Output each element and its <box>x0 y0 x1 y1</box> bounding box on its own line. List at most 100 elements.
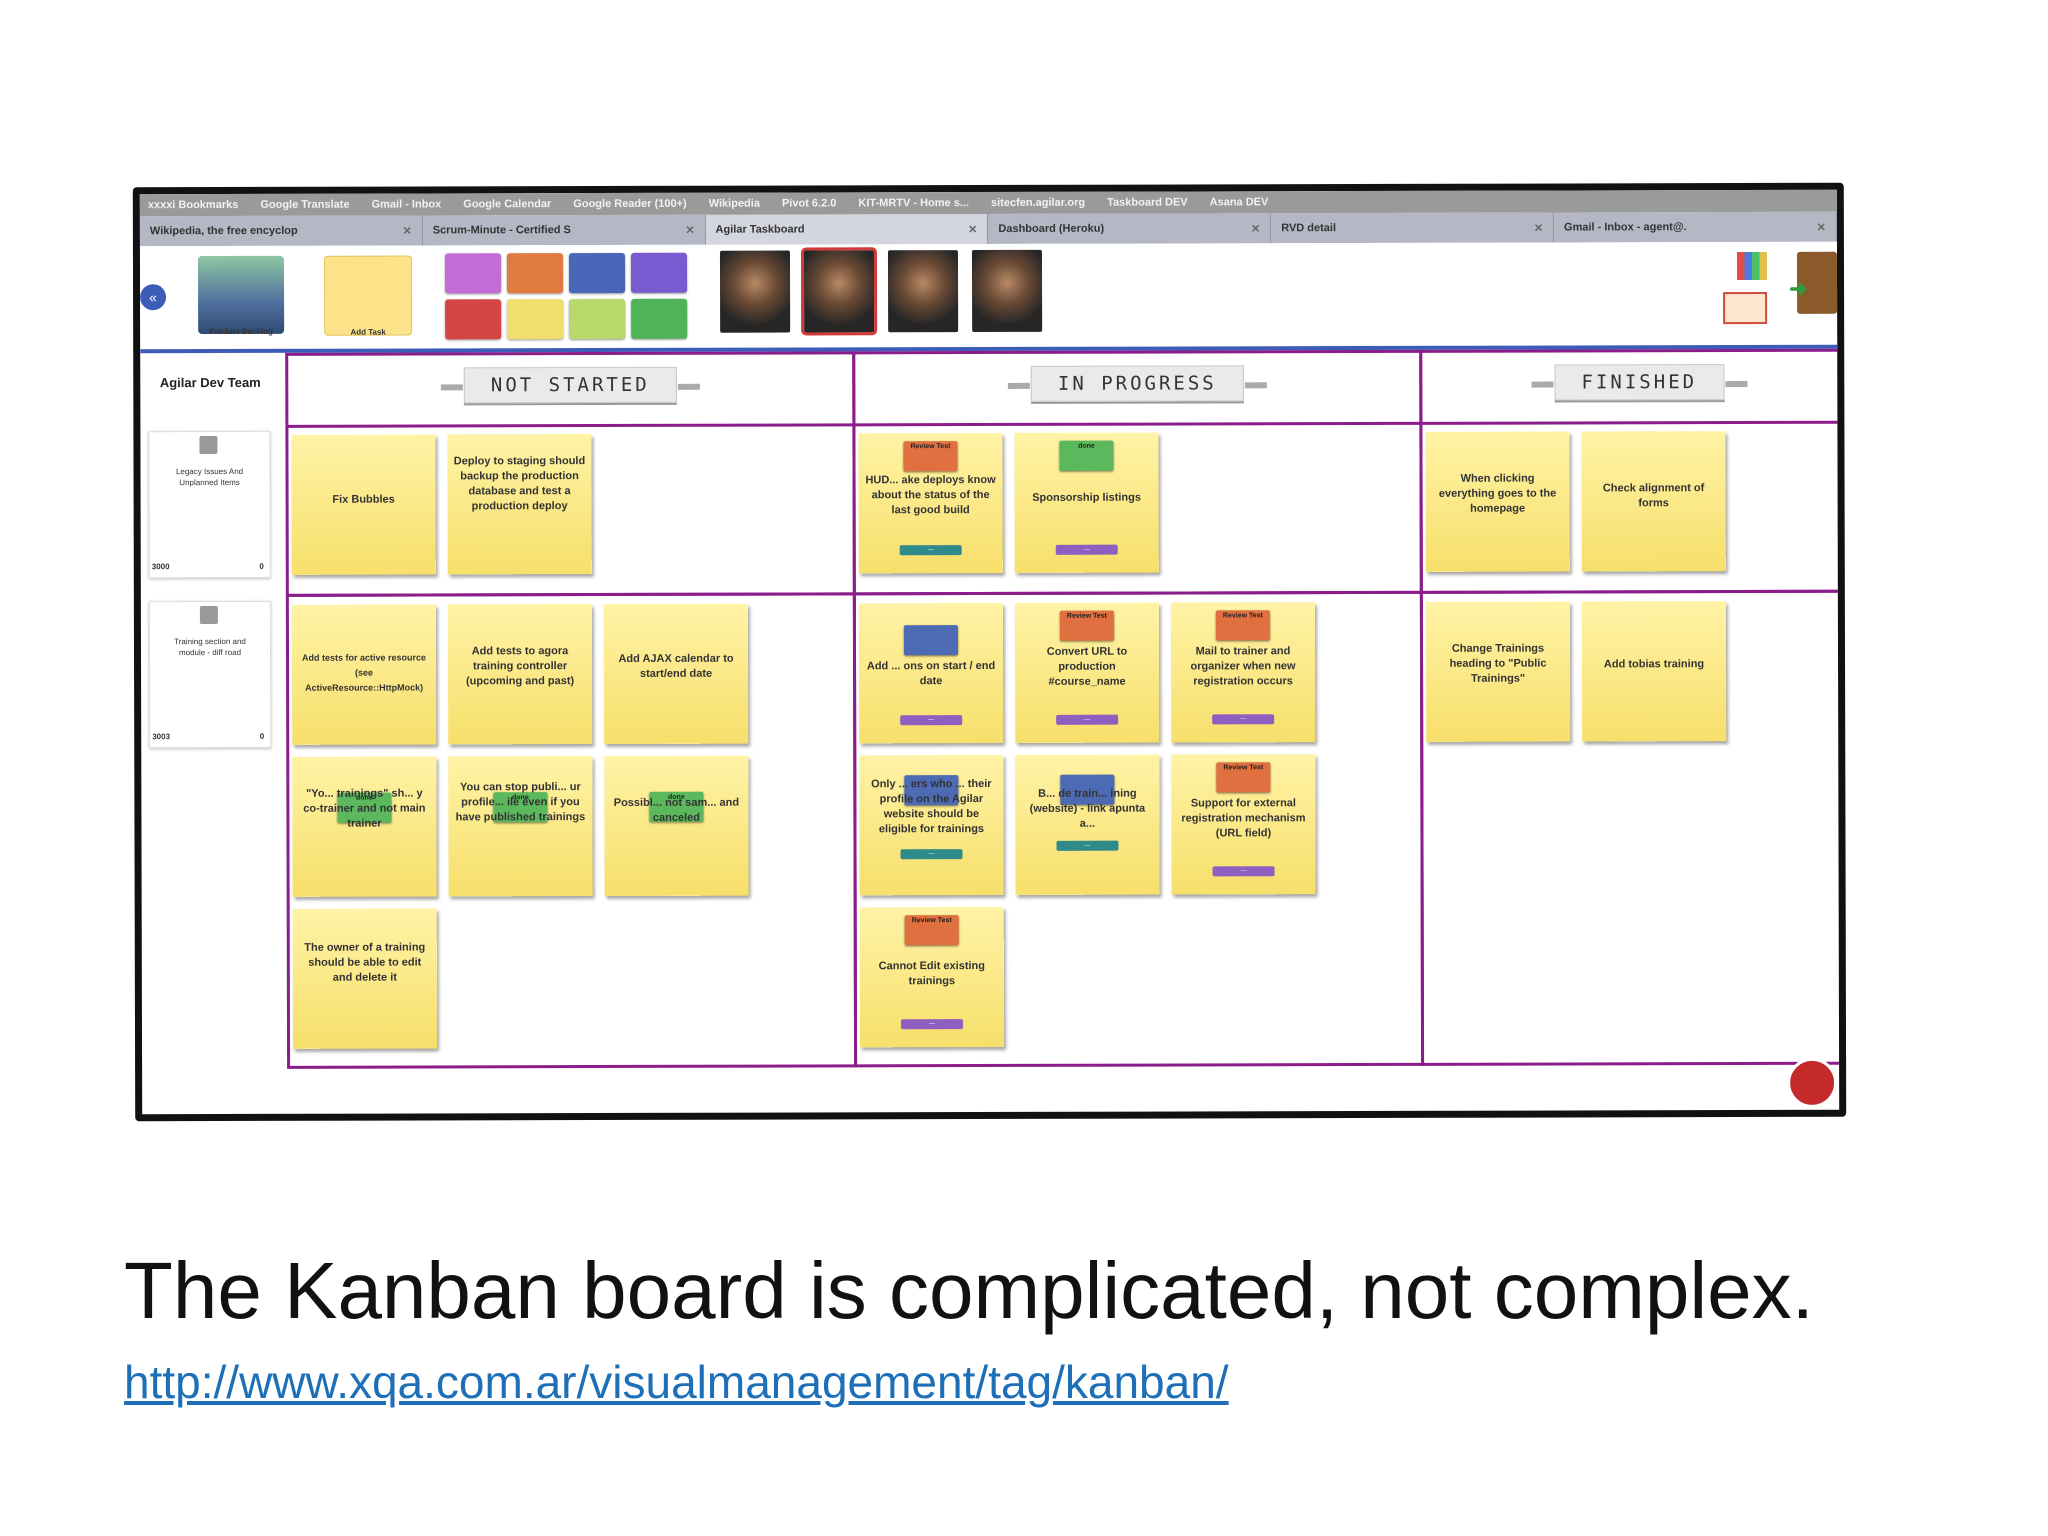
color-swatch[interactable] <box>507 299 564 340</box>
task-text: Support for external registration mechan… <box>1181 797 1306 840</box>
bookmark[interactable]: Google Calendar <box>463 198 552 211</box>
task-text: Possibl... not sam... and canceled <box>613 796 740 824</box>
swimlane-meta-left: 3000 <box>151 562 170 572</box>
status-tag[interactable]: Review Test <box>1216 762 1271 793</box>
browser-tab[interactable]: Gmail - Inbox - agent@.✕ <box>1553 211 1837 243</box>
owner-pill[interactable]: — <box>1056 840 1119 851</box>
task-sticky[interactable]: Review Test Cannot Edit existing trainin… <box>859 906 1005 1048</box>
bookmark[interactable]: Taskboard DEV <box>1107 196 1188 209</box>
avatar[interactable] <box>971 249 1043 333</box>
browser-tabs: Wikipedia, the free encyclop✕ Scrum-Minu… <box>139 211 1837 247</box>
color-swatch[interactable] <box>569 298 626 340</box>
browser-tab[interactable]: Dashboard (Heroku)✕ <box>988 213 1272 245</box>
task-sticky[interactable]: B... de train... ining (website) - link … <box>1015 754 1160 895</box>
status-tag[interactable]: Review Test <box>904 915 959 946</box>
screenshot-frame: xxxxi Bookmarks Google Translate Gmail -… <box>132 182 1847 1122</box>
owner-pill[interactable]: — <box>1212 866 1275 877</box>
task-sticky[interactable]: Add tests for active resource (see Activ… <box>291 604 437 745</box>
owner-pill[interactable]: — <box>1056 714 1119 725</box>
task-sticky[interactable]: done Sponsorship listings — <box>1014 432 1159 573</box>
color-swatch[interactable] <box>444 253 502 294</box>
status-tag[interactable] <box>903 625 959 656</box>
source-link[interactable]: http://www.xqa.com.ar/visualmanagement/t… <box>124 1356 1229 1408</box>
owner-pill[interactable]: — <box>900 715 963 726</box>
task-text: Add AJAX calendar to start/end date <box>618 652 734 680</box>
close-icon[interactable]: ✕ <box>968 223 978 236</box>
chart-icon[interactable] <box>1736 251 1768 281</box>
people-icon[interactable] <box>1723 291 1768 325</box>
task-text: B... de train... ining (website) - link … <box>1029 787 1146 830</box>
status-tag[interactable]: Review Test <box>1059 610 1114 641</box>
color-swatch[interactable] <box>631 298 688 339</box>
nav-arrow-icon[interactable]: « <box>140 284 167 311</box>
bookmark[interactable]: Pivot 6.2.0 <box>781 197 837 210</box>
task-sticky[interactable]: Deploy to staging should backup the prod… <box>447 434 592 575</box>
status-tag[interactable]: done <box>1059 440 1114 471</box>
avatar[interactable] <box>719 250 791 333</box>
owner-pill[interactable]: — <box>1212 714 1275 725</box>
swimlane-title: Training section and module - diff road <box>174 636 246 658</box>
task-sticky[interactable]: Check alignment of forms <box>1581 431 1726 572</box>
avatar[interactable] <box>887 250 959 333</box>
task-sticky[interactable]: Review Test Support for external registr… <box>1171 754 1316 895</box>
bookmark[interactable]: Asana DEV <box>1209 196 1269 209</box>
bookmark[interactable]: Google Reader (100+) <box>573 197 687 211</box>
task-text: "Yo... trainings" sh... y co-trainer and… <box>303 787 426 830</box>
browser-tab[interactable]: RVD detail✕ <box>1271 212 1555 244</box>
bookmark[interactable]: Google Translate <box>260 198 350 211</box>
task-sticky[interactable]: Add tests to agora training controller (… <box>447 604 593 745</box>
task-text: Add tobias training <box>1603 658 1705 671</box>
close-icon[interactable]: ✕ <box>402 225 412 238</box>
browser-tab-active[interactable]: Agilar Taskboard✕ <box>705 214 989 245</box>
owner-pill[interactable]: — <box>900 849 963 860</box>
status-tag[interactable]: Review Test <box>903 441 958 472</box>
task-sticky[interactable]: Review Test Convert URL to production #c… <box>1014 602 1160 743</box>
owner-pill[interactable]: — <box>900 1019 963 1030</box>
task-sticky[interactable]: Change Trainings heading to "Public Trai… <box>1425 601 1571 742</box>
task-sticky[interactable]: Fix Bubbles <box>291 434 436 575</box>
close-icon[interactable]: ✕ <box>685 224 695 237</box>
bookmark[interactable]: sitecfen.agilar.org <box>990 196 1086 209</box>
task-sticky[interactable]: Add AJAX calendar to start/end date <box>603 603 749 745</box>
browser-tab[interactable]: Wikipedia, the free encyclop✕ <box>139 215 423 247</box>
swimlane-card[interactable]: Training section and module - diff road … <box>148 600 272 749</box>
close-icon[interactable]: ✕ <box>1816 221 1826 234</box>
color-swatch[interactable] <box>506 253 564 294</box>
color-swatch[interactable] <box>445 299 502 340</box>
bookmark[interactable]: Gmail - Inbox <box>371 198 442 211</box>
close-icon[interactable]: ✕ <box>1533 222 1544 235</box>
color-swatch[interactable] <box>568 252 626 294</box>
browser-tab[interactable]: Scrum-Minute - Certified S✕ <box>422 214 706 246</box>
logout-door-icon[interactable]: ➜ <box>1789 251 1838 314</box>
swimlane-meta-left: 3003 <box>152 732 171 742</box>
task-sticky[interactable]: When clicking everything goes to the hom… <box>1425 431 1570 572</box>
task-sticky[interactable]: Review Test HUD... ake deploys know abou… <box>858 432 1003 574</box>
color-swatch[interactable] <box>630 252 688 293</box>
owner-pill[interactable]: — <box>899 545 962 556</box>
task-sticky[interactable]: done Possibl... not sam... and canceled <box>604 755 749 897</box>
status-tag[interactable]: Review Test <box>1215 610 1270 641</box>
task-sticky[interactable]: Only ... ers who ... their profile on th… <box>859 754 1004 896</box>
task-text: Add tests for active resource (see Activ… <box>301 652 427 693</box>
bookmark[interactable]: KIT-MRTV - Home s... <box>858 197 970 210</box>
drag-handle-icon[interactable] <box>199 436 218 455</box>
owner-pill[interactable]: — <box>1055 544 1118 555</box>
scroll-handle-icon[interactable] <box>1840 428 1847 449</box>
task-sticky[interactable]: done You can stop publi... ur profile...… <box>448 756 593 897</box>
add-task-button[interactable]: Add Task <box>323 255 413 337</box>
task-sticky[interactable]: Add tobias training <box>1581 601 1727 742</box>
product-backlog-button[interactable]: Product Backlog <box>197 255 285 336</box>
bookmark[interactable]: xxxxi Bookmarks <box>147 198 239 212</box>
close-icon[interactable]: ✕ <box>1250 222 1261 235</box>
avatar-selected[interactable] <box>800 247 878 336</box>
bookmark[interactable]: Wikipedia <box>708 197 760 210</box>
task-sticky[interactable]: Review Test Mail to trainer and organize… <box>1170 602 1316 743</box>
scroll-handle-icon[interactable] <box>1840 596 1847 617</box>
task-sticky[interactable]: Add ... ons on start / end date — <box>858 602 1004 744</box>
task-sticky[interactable]: The owner of a training should be able t… <box>292 908 438 1049</box>
ladybug-icon[interactable] <box>1787 1057 1838 1108</box>
drag-handle-icon[interactable] <box>199 606 218 625</box>
task-sticky[interactable]: done "Yo... trainings" sh... y co-traine… <box>292 756 437 897</box>
